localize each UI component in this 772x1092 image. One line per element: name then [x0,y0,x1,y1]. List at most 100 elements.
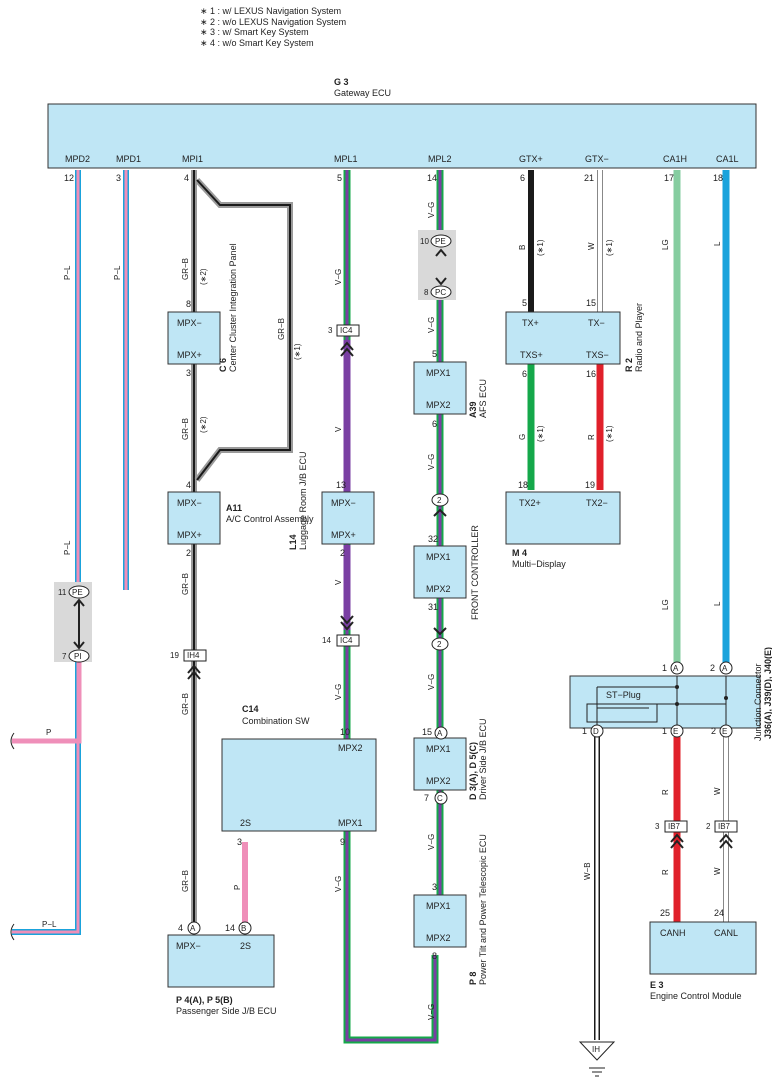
wire-labels: P−L P−L P−L P P−L GR−B (∗2) GR−B (∗2) GR… [42,202,722,1020]
svg-text:MPX+: MPX+ [177,350,202,360]
component-p4-p5: MPX− 2S A B 4 14 P 4(A), P 5(B) Passenge… [167,921,277,1016]
svg-text:PI: PI [74,652,82,661]
svg-text:Passenger Side J/B ECU: Passenger Side J/B ECU [176,1006,277,1016]
svg-text:P 4(A), P 5(B): P 4(A), P 5(B) [176,995,233,1005]
svg-text:Luggage Room J/B ECU: Luggage Room J/B ECU [298,451,308,550]
svg-text:Driver Side J/B ECU: Driver Side J/B ECU [478,718,488,800]
junction-connector: ST−Plug A A 1 2 D E E 1 1 2 J36(A), J39(… [569,647,772,741]
svg-text:R: R [661,789,670,795]
svg-text:Engine Control Module: Engine Control Module [650,991,742,1001]
svg-text:V−G: V−G [427,317,436,333]
svg-text:MPX1: MPX1 [426,901,451,911]
component-m4: TX2+ TX2− 18 19 M 4 Multi−Display [505,480,621,569]
svg-text:(∗1): (∗1) [293,343,302,360]
gateway-ecu: G 3 Gateway ECU MPD2 MPD1 MPI1 MPL1 MPL2… [47,77,757,183]
svg-text:MPX2: MPX2 [426,584,451,594]
svg-text:V: V [334,579,343,585]
svg-text:ST−Plug: ST−Plug [606,690,641,700]
pin-label: MPI1 [182,154,203,164]
svg-text:7: 7 [424,793,429,803]
svg-text:Radio and Player: Radio and Player [634,303,644,372]
svg-text:1: 1 [662,726,667,736]
svg-text:MPX−: MPX− [177,318,202,328]
svg-text:C14: C14 [242,704,259,714]
svg-text:(∗1): (∗1) [605,425,614,442]
gateway-name: Gateway ECU [334,88,391,98]
svg-text:TX2−: TX2− [586,498,608,508]
svg-text:Combination SW: Combination SW [242,716,310,726]
svg-text:V−G: V−G [427,454,436,470]
legend: ∗ 1 : w/ LEXUS Navigation System ∗ 2 : w… [200,6,346,48]
svg-text:B: B [241,924,246,933]
svg-text:(∗1): (∗1) [536,239,545,256]
svg-text:E: E [673,727,678,736]
component-c6: MPX− MPX+ 8 3 C 6 Center Cluster Integra… [167,243,238,378]
svg-text:R: R [587,434,596,440]
svg-text:PE: PE [72,588,83,597]
svg-text:MPX2: MPX2 [426,400,451,410]
svg-text:GR−B: GR−B [181,870,190,892]
svg-text:3: 3 [186,368,191,378]
svg-text:P−L: P−L [113,265,122,280]
component-d3-d5: MPX1 MPX2 15 7 A C D 3(A), D 5(C) Driver… [413,718,488,805]
svg-text:V−G: V−G [427,834,436,850]
pin-label: MPD1 [116,154,141,164]
svg-text:V: V [334,426,343,432]
wires [12,170,730,1044]
svg-text:A11: A11 [226,503,242,513]
svg-text:E: E [722,727,727,736]
svg-text:G: G [518,434,527,440]
legend-item: ∗ 4 : w/o Smart Key System [200,37,314,48]
svg-text:5: 5 [522,298,527,308]
svg-text:A39: A39 [468,401,478,418]
svg-text:MPX1: MPX1 [426,552,451,562]
legend-item: ∗ 2 : w/o LEXUS Navigation System [200,16,347,27]
svg-text:GR−B: GR−B [277,318,286,340]
svg-text:D 3(A), D 5(C): D 3(A), D 5(C) [468,742,478,800]
svg-text:2: 2 [186,548,191,558]
svg-text:3: 3 [655,822,660,831]
svg-text:2: 2 [437,496,442,505]
svg-text:IB7: IB7 [718,822,731,831]
svg-text:V−G: V−G [427,674,436,690]
svg-text:P 8: P 8 [468,972,478,985]
gateway-ecu-box [47,103,757,169]
svg-text:24: 24 [714,908,724,918]
svg-text:A: A [673,664,679,673]
svg-text:MPX1: MPX1 [426,368,451,378]
st-plug-box [586,703,658,723]
svg-text:10: 10 [420,237,429,246]
wire-mpd1-lower [12,660,82,744]
svg-text:LG: LG [661,239,670,250]
svg-text:14: 14 [322,636,331,645]
svg-text:P−L: P−L [63,265,72,280]
component-r2: TX+ TX− TXS+ TXS− 5 15 6 16 R 2 Radio an… [505,298,644,379]
svg-text:1: 1 [662,663,667,673]
svg-text:8: 8 [186,299,191,309]
svg-text:(∗1): (∗1) [605,239,614,256]
svg-text:19: 19 [170,651,179,660]
svg-text:R: R [661,869,670,875]
svg-text:Multi−Display: Multi−Display [512,559,566,569]
svg-text:19: 19 [585,480,595,490]
pin-label: GTX− [585,154,609,164]
svg-text:7: 7 [62,652,67,661]
svg-text:2: 2 [711,726,716,736]
svg-text:TXS+: TXS+ [520,350,543,360]
svg-text:4: 4 [186,480,191,490]
pin-number: 18 [713,173,723,183]
svg-text:MPX+: MPX+ [177,530,202,540]
svg-text:13: 13 [336,480,346,490]
svg-text:W: W [587,242,596,250]
svg-text:W: W [713,787,722,795]
svg-text:MPX−: MPX− [331,498,356,508]
svg-text:8: 8 [432,951,437,961]
svg-text:(∗2): (∗2) [199,268,208,285]
svg-text:3: 3 [432,882,437,892]
svg-text:(∗2): (∗2) [199,416,208,433]
pin-label: MPL1 [334,154,358,164]
svg-text:A/C Control Assembly: A/C Control Assembly [226,514,314,524]
svg-text:IB7: IB7 [668,822,681,831]
pin-label: MPL2 [428,154,452,164]
svg-text:V−G: V−G [334,684,343,700]
